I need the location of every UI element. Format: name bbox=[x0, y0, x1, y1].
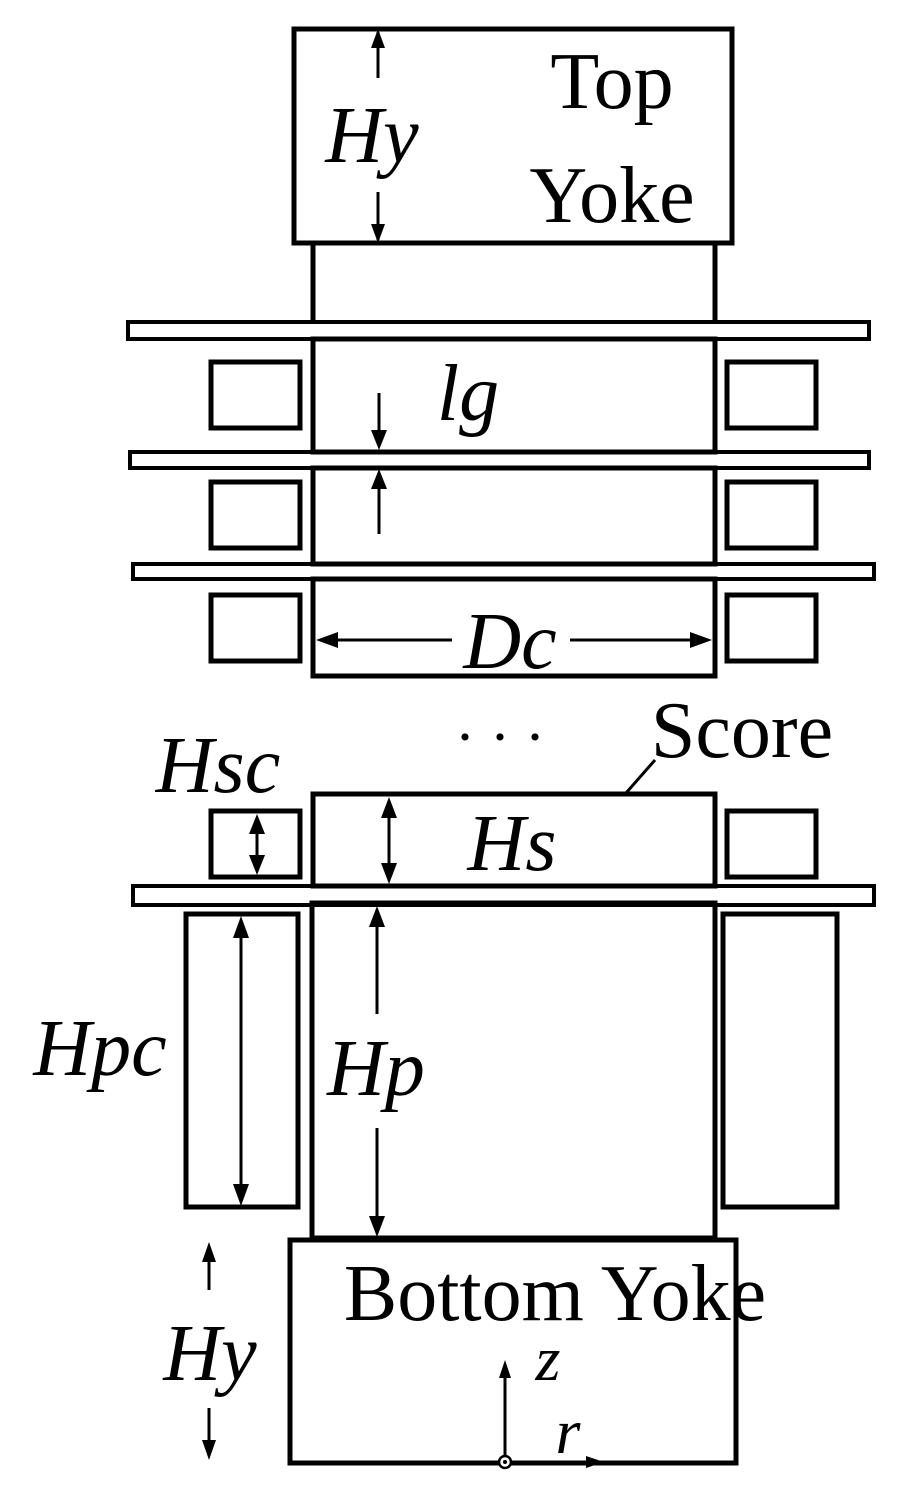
hpc-dimension bbox=[233, 916, 249, 1206]
hy-top-label: Hy bbox=[324, 92, 419, 180]
large-coil-right bbox=[720, 911, 840, 1210]
coil-right-score bbox=[724, 808, 819, 880]
large-coil-left bbox=[183, 911, 301, 1210]
coordinate-axes bbox=[497, 1360, 604, 1470]
coil-left-2 bbox=[208, 479, 303, 551]
hp-dimension bbox=[369, 906, 385, 1237]
hsc-label: Hsc bbox=[155, 722, 280, 810]
hy-bottom-dimension bbox=[202, 1242, 216, 1460]
separator-plate-1 bbox=[126, 320, 871, 341]
coil-left-3 bbox=[208, 592, 303, 664]
top-yoke-label-line1: Top bbox=[550, 38, 673, 126]
score-label: Score bbox=[651, 687, 833, 775]
hs-label: Hs bbox=[467, 800, 557, 888]
core-segment-3 bbox=[310, 576, 718, 679]
coil-right-2 bbox=[724, 479, 819, 551]
score-leader-line bbox=[624, 759, 657, 794]
hy-top-dimension bbox=[371, 29, 385, 243]
dc-dimension bbox=[316, 632, 712, 648]
dc-label: Dc bbox=[462, 598, 556, 686]
hy-bottom-label: Hy bbox=[162, 1310, 257, 1398]
hpc-label: Hpc bbox=[32, 1005, 166, 1093]
core-segment-2 bbox=[310, 465, 718, 567]
hsc-dimension bbox=[249, 814, 265, 875]
lg-label: lg bbox=[437, 350, 499, 438]
r-axis-label: r bbox=[556, 1396, 582, 1467]
z-axis-label: z bbox=[535, 1323, 561, 1394]
bottom-yoke-label: Bottom Yoke bbox=[344, 1250, 766, 1338]
top-yoke bbox=[291, 26, 735, 246]
coil-left-1 bbox=[208, 359, 303, 431]
hp-label: Hp bbox=[326, 1025, 425, 1113]
ellipsis: · · · bbox=[455, 704, 545, 770]
coil-right-1 bbox=[724, 359, 819, 431]
top-yoke-label-line2: Yoke bbox=[529, 152, 694, 240]
hs-dimension bbox=[381, 797, 397, 884]
coil-right-3 bbox=[724, 592, 819, 664]
lg-dimension bbox=[371, 393, 387, 534]
coil-left-score bbox=[208, 808, 303, 880]
